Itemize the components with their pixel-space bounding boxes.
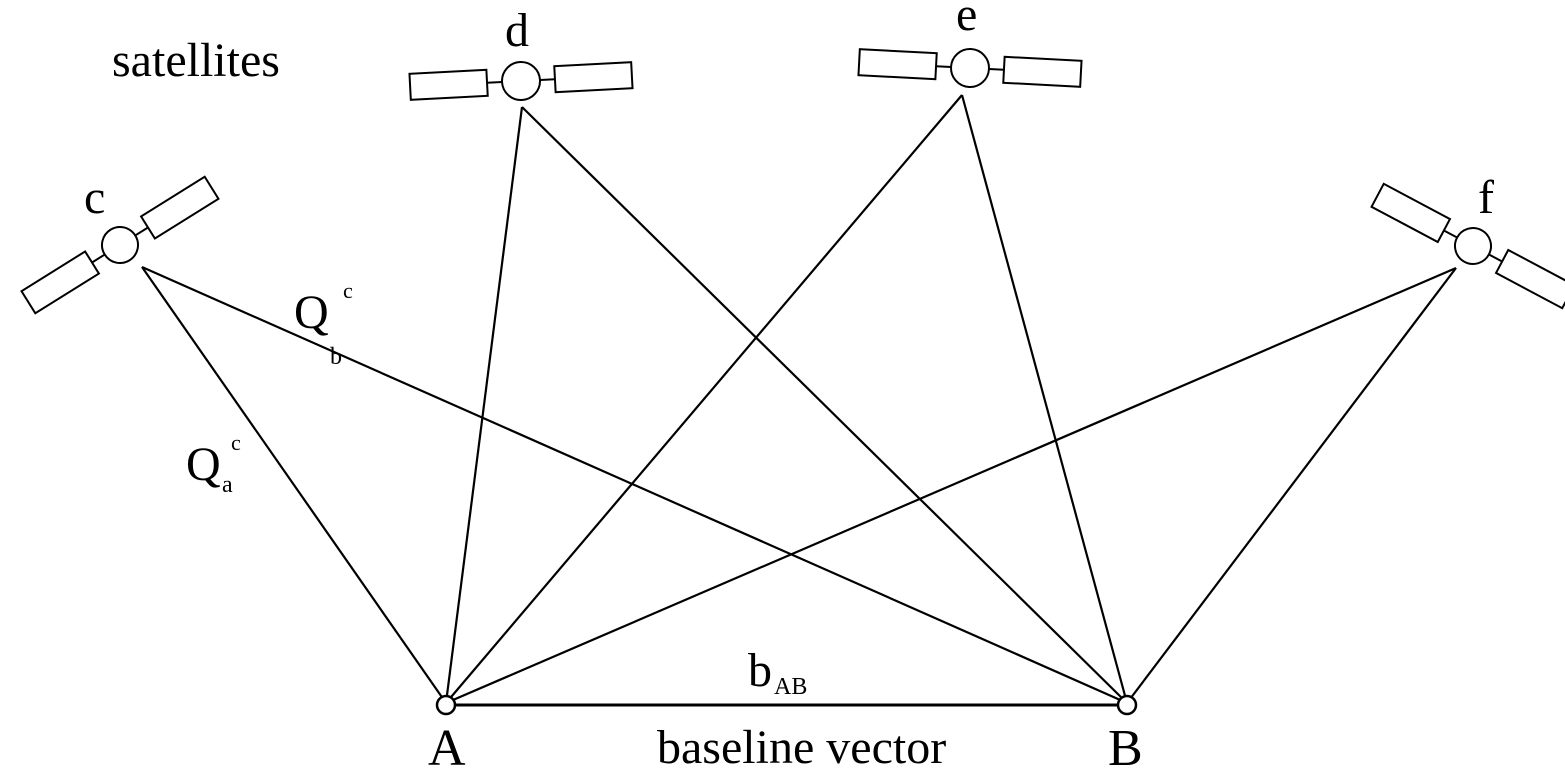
- ray-f-A: [445, 266, 1457, 705]
- range-lines: [141, 94, 1457, 705]
- station-b-marker: [1116, 694, 1138, 716]
- satellite-e-icon: [857, 48, 1083, 88]
- ray-c-A: [141, 266, 447, 704]
- baseline-symbol: b AB: [748, 644, 807, 700]
- range-q-a-c-main: Q: [186, 438, 221, 491]
- range-q-b-c-sub: b: [330, 344, 342, 370]
- baseline-symbol-main: b: [748, 644, 772, 697]
- satellite-c-label: c: [84, 171, 105, 224]
- station-a-marker: [435, 694, 457, 716]
- ray-d-A: [444, 106, 524, 704]
- baseline-symbol-sub: AB: [774, 674, 807, 700]
- heading-satellites: satellites: [112, 34, 280, 87]
- range-label-q-b-c: Q b c: [294, 278, 353, 370]
- range-q-b-c-sup: c: [343, 278, 353, 303]
- satellite-f-icon: [1370, 182, 1565, 310]
- baseline-caption: baseline vector: [657, 721, 946, 769]
- station-a-label: A: [428, 720, 466, 769]
- ray-f-B: [1126, 267, 1457, 704]
- range-q-b-c-main: Q: [294, 286, 329, 339]
- satellite-d-icon: [408, 61, 634, 101]
- station-b-label: B: [1108, 720, 1143, 769]
- ray-e-A: [445, 94, 963, 704]
- range-q-a-c-sub: a: [222, 472, 233, 498]
- ray-d-B: [521, 106, 1128, 704]
- satellite-e-label: e: [956, 0, 977, 41]
- ray-c-B: [141, 265, 1128, 705]
- satellite-c-icon: [20, 175, 220, 315]
- range-label-q-a-c: Q a c: [186, 430, 241, 498]
- satellite-f-label: f: [1478, 171, 1494, 224]
- ray-e-B: [960, 94, 1129, 704]
- satellite-d-label: d: [505, 4, 529, 57]
- range-q-a-c-sup: c: [231, 430, 241, 455]
